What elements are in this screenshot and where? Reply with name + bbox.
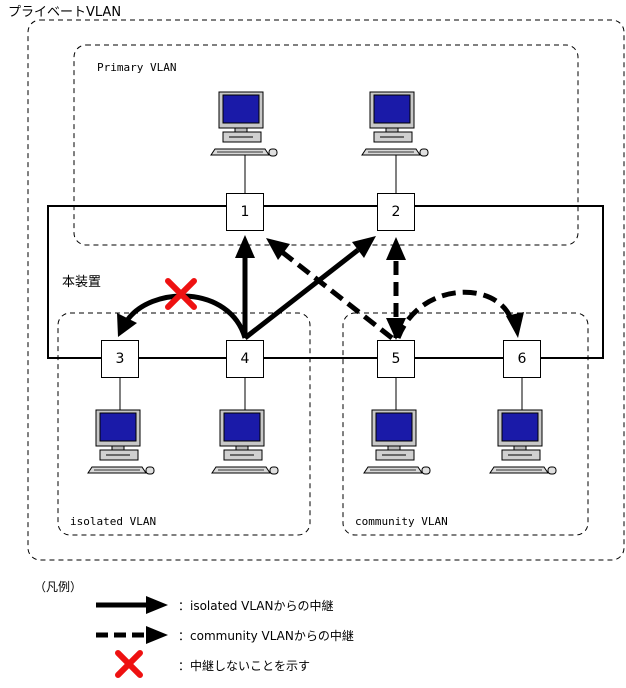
device-box bbox=[47, 205, 604, 359]
legend-community-label: ：community VLANからの中継 bbox=[178, 629, 354, 643]
terminal-icon bbox=[489, 409, 557, 475]
blocked-mark-icon bbox=[165, 278, 197, 310]
legend-isolated-label: ：isolated VLANからの中継 bbox=[178, 599, 334, 613]
primary-vlan-area bbox=[73, 44, 579, 246]
legend-graphics bbox=[96, 596, 168, 678]
primary-vlan-label: Primary VLAN bbox=[97, 61, 177, 74]
port-4: 4 bbox=[226, 340, 264, 378]
port-2: 2 bbox=[377, 193, 415, 231]
terminal-icon bbox=[363, 409, 431, 475]
port-6: 6 bbox=[503, 340, 541, 378]
isolated-arrowheads bbox=[117, 235, 376, 337]
terminal-icon bbox=[211, 409, 279, 475]
community-arrowheads bbox=[266, 237, 524, 340]
private-vlan-area bbox=[27, 19, 625, 561]
port-5: 5 bbox=[377, 340, 415, 378]
isolated-vlan-area bbox=[57, 312, 311, 536]
cables bbox=[119, 155, 523, 410]
isolated-vlan-label: isolated VLAN bbox=[70, 515, 157, 528]
community-vlan-area bbox=[342, 312, 589, 536]
port-3: 3 bbox=[101, 340, 139, 378]
legend-heading: （凡例） bbox=[34, 580, 83, 594]
terminal-icon bbox=[361, 91, 429, 157]
isolated-relay-arrows bbox=[123, 248, 360, 340]
terminal-icon bbox=[87, 409, 155, 475]
device-label: 本装置 bbox=[62, 275, 102, 290]
terminal-icon bbox=[210, 91, 278, 157]
community-vlan-label: community VLAN bbox=[355, 515, 448, 528]
port-1: 1 bbox=[226, 193, 264, 231]
diagram-title: プライベートVLAN bbox=[8, 5, 122, 20]
legend-blocked-label: ：中継しないことを示す bbox=[178, 659, 311, 673]
